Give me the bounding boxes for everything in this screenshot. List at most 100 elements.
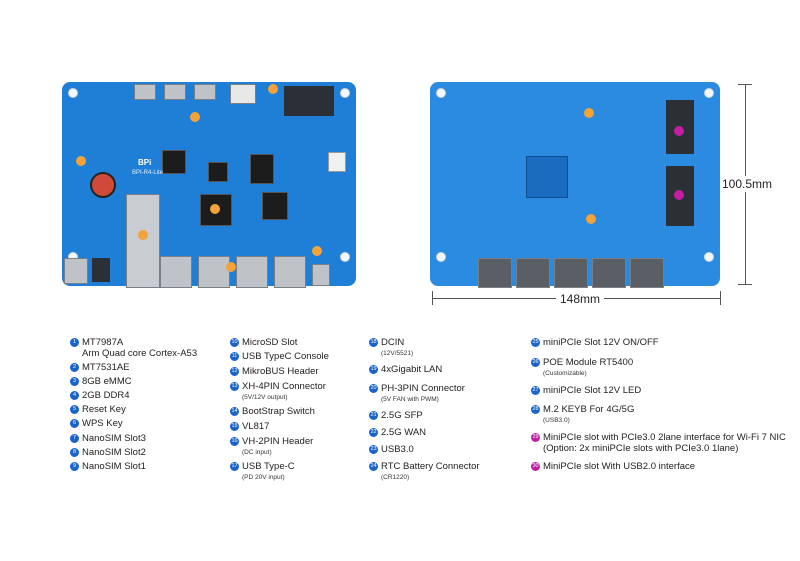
- legend-label: NanoSIM Slot1: [82, 461, 146, 472]
- legend-label: miniPCIe Slot 12V LED: [543, 385, 642, 396]
- lan-port: [160, 256, 192, 288]
- usb-c-port: [194, 84, 216, 100]
- legend-sublabel: (12V/5521): [381, 350, 414, 357]
- legend-label: 2GB DDR4: [82, 390, 130, 401]
- legend-number: 12: [230, 367, 239, 376]
- legend-label: POE Module RT5400: [543, 357, 634, 368]
- legend-label: WPS Key: [82, 418, 123, 429]
- legend-label: MiniPCIe slot With USB2.0 interface: [543, 461, 696, 472]
- legend-number: 10: [230, 338, 239, 347]
- mount-hole: [436, 252, 446, 262]
- legend-number: 2: [70, 363, 79, 372]
- legend-number: 24: [369, 462, 378, 471]
- legend-number: 27: [531, 386, 540, 395]
- legend-number: 22: [369, 428, 378, 437]
- height-dim-tick-bottom: [738, 284, 752, 285]
- legend-sublabel: (USB3.0): [543, 417, 570, 424]
- callout-dot: [226, 262, 236, 272]
- legend-label: miniPCIe Slot 12V ON/OFF: [543, 337, 659, 348]
- legend-label: 2.5G SFP: [381, 410, 423, 421]
- legend-label: MiniPCIe slot with PCIe3.0 2lane interfa…: [543, 432, 786, 443]
- front-board-photo: BPi BPI-R4-Lite: [62, 82, 356, 288]
- legend-number: 9: [70, 462, 79, 471]
- usb-c-port: [164, 84, 186, 100]
- width-dim-tick-left: [432, 291, 433, 305]
- callout-dot: [312, 246, 322, 256]
- sfp-cage: [126, 194, 160, 288]
- legend-number: 17: [230, 462, 239, 471]
- legend-sublabel: (CR1220): [381, 474, 410, 481]
- back-lan-port: [554, 258, 588, 288]
- mount-hole: [340, 88, 350, 98]
- legend-label: BootStrap Switch: [242, 406, 315, 417]
- callout-dot: [268, 84, 278, 94]
- legend-label: XH-4PIN Connector: [242, 381, 326, 392]
- legend-number: 5: [70, 405, 79, 414]
- legend-label: VH-2PIN Header: [242, 436, 314, 447]
- usb3-port: [64, 258, 88, 284]
- legend-number: 18: [369, 338, 378, 347]
- lan-port: [274, 256, 306, 288]
- lan-port: [198, 256, 230, 288]
- legend-label: MT7987A: [82, 337, 124, 348]
- legend-label: USB3.0: [381, 444, 414, 455]
- back-lan-port: [516, 258, 550, 288]
- legend-sublabel: (PD 20V input): [242, 474, 285, 481]
- legend-label: RTC Battery Connector: [381, 461, 480, 472]
- board-logo: BPi: [138, 158, 152, 167]
- poe-module-area: [526, 156, 568, 198]
- back-lan-port: [592, 258, 626, 288]
- mount-hole: [68, 88, 78, 98]
- legend-number: 3: [70, 377, 79, 386]
- legend-label: NanoSIM Slot2: [82, 447, 146, 458]
- legend-number: 14: [230, 407, 239, 416]
- mount-hole: [340, 252, 350, 262]
- legend-label: VL817: [242, 421, 270, 432]
- callout-dot: [76, 156, 86, 166]
- legend-sublabel: (5V FAN with PWM): [381, 396, 439, 403]
- callout-dot: [190, 112, 200, 122]
- legend-number: 20: [369, 384, 378, 393]
- slot-29-badge: [674, 126, 684, 136]
- legend-number: 1: [70, 338, 79, 347]
- lan-port: [236, 256, 268, 288]
- legend-label: 2.5G WAN: [381, 427, 427, 438]
- mount-hole: [436, 88, 446, 98]
- legend-sublabel: (Customizable): [543, 370, 587, 377]
- legend-label: DCIN: [381, 337, 405, 348]
- dc-jack: [92, 258, 110, 282]
- usb-c-pd-port: [312, 264, 330, 286]
- legend-number: 30: [531, 462, 540, 471]
- legend-number: 23: [369, 445, 378, 454]
- legend-number: 13: [230, 382, 239, 391]
- height-dim-tick-top: [738, 84, 752, 85]
- emmc-chip: [250, 154, 274, 184]
- legend-number: 19: [369, 365, 378, 374]
- legend-number: 25: [531, 338, 540, 347]
- legend-label-line2: (Option: 2x miniPCIe slots with PCIe3.0 …: [543, 443, 739, 454]
- fan-connector: [328, 152, 346, 172]
- height-dimension: 100.5mm: [722, 176, 773, 192]
- legend-label-line2: Arm Quad core Cortex-A53: [82, 348, 198, 359]
- width-dimension: 148mm: [556, 292, 605, 306]
- legend-number: 8: [70, 448, 79, 457]
- legend-label: MikroBUS Header: [242, 366, 319, 377]
- legend-sublabel: (5V/12V output): [242, 394, 288, 401]
- back-board-photo: [430, 82, 720, 288]
- legend-label: 8GB eMMC: [82, 376, 132, 387]
- usb-c-port: [134, 84, 156, 100]
- legend-sublabel: (DC input): [242, 449, 272, 456]
- legend-label: USB TypeC Console: [242, 351, 329, 362]
- legend-number: 21: [369, 411, 378, 420]
- board-silk-text: BPI-R4-Lite: [132, 170, 164, 176]
- legend-number: 15: [230, 422, 239, 431]
- legend-number: 11: [230, 352, 239, 361]
- legend-number: 26: [531, 358, 540, 367]
- legend-label: MicroSD Slot: [242, 337, 298, 348]
- back-lan-port: [478, 258, 512, 288]
- ddr4-chip: [262, 192, 288, 220]
- callout-dot: [584, 108, 594, 118]
- legend-label: PH-3PIN Connector: [381, 383, 465, 394]
- mount-hole: [704, 252, 714, 262]
